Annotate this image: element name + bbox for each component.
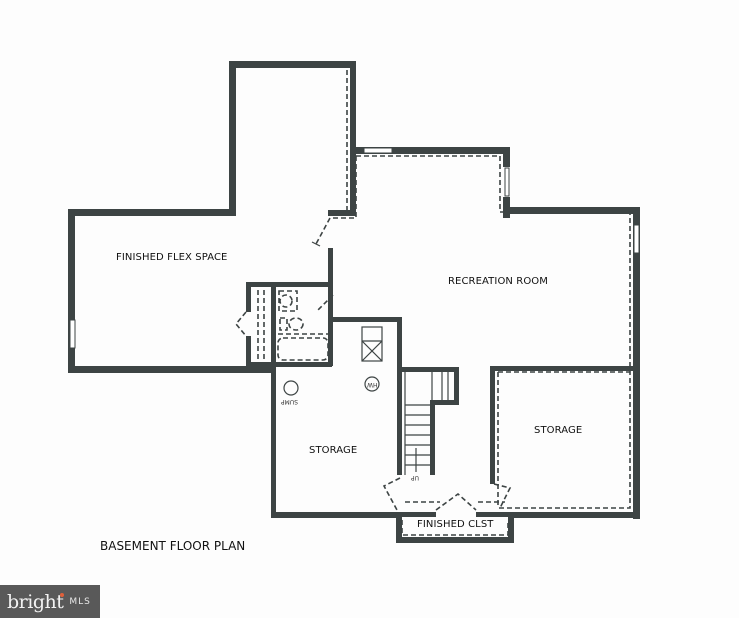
brand-suffix: MLS [69, 596, 91, 607]
sump-label: SUMP [281, 398, 298, 405]
walls [68, 61, 640, 543]
finish-lines [257, 70, 631, 536]
brightmls-watermark: bright MLS [0, 585, 100, 618]
doors [234, 217, 512, 511]
room-label-recreation-room: RECREATION ROOM [448, 276, 548, 287]
windows [69, 147, 640, 349]
plan-title: BASEMENT FLOOR PLAN [100, 539, 246, 553]
mechanical [283, 326, 383, 396]
room-label-finished-closet: FINISHED CLST [417, 519, 494, 530]
brand-accent-dot-icon [60, 592, 65, 597]
stairs [404, 372, 449, 475]
brand-name: bright [7, 590, 64, 613]
room-label-storage-right: STORAGE [534, 425, 583, 436]
room-label-storage-left: STORAGE [309, 445, 358, 456]
room-label-flex-space: FINISHED FLEX SPACE [116, 252, 228, 263]
water-heater-label: HW [367, 381, 378, 388]
stairs-up-label: UP [411, 474, 420, 481]
